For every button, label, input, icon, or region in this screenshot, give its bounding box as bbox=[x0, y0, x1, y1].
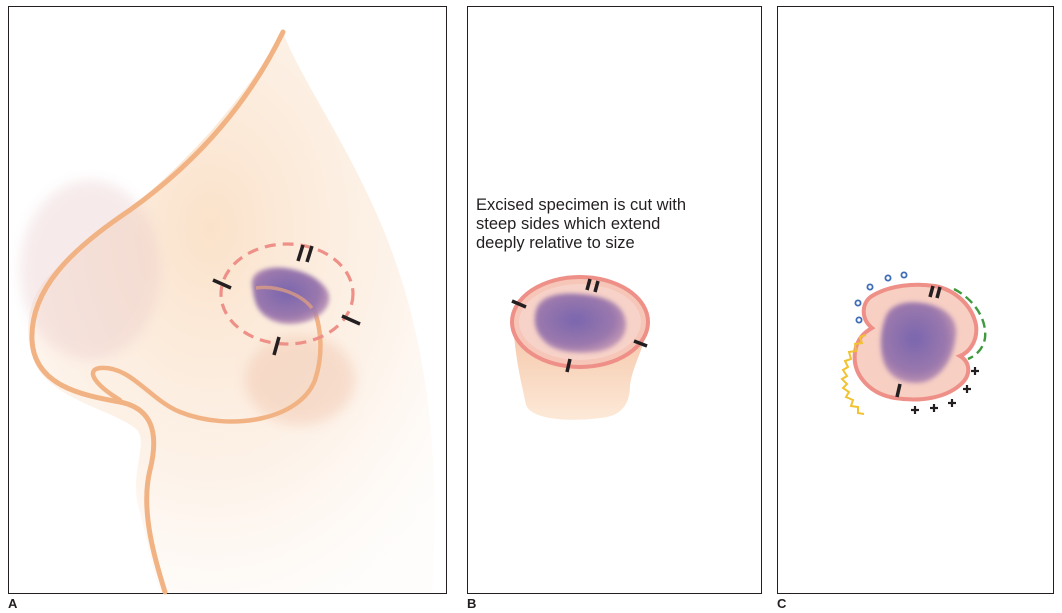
caption-line-1: Excised specimen is cut with bbox=[476, 196, 761, 215]
caption-line-2: steep sides which extend bbox=[476, 215, 761, 234]
cross-3 bbox=[948, 399, 956, 407]
blue-circle-1 bbox=[856, 317, 861, 322]
nostril-shadow bbox=[245, 335, 355, 425]
nose-shadow bbox=[20, 180, 160, 360]
cross-4 bbox=[963, 385, 971, 393]
panel-label-b: B bbox=[467, 596, 476, 611]
cross-1 bbox=[911, 406, 919, 414]
specimen-illustration bbox=[512, 277, 648, 420]
panel-label-c: C bbox=[777, 596, 786, 611]
blue-circle-4 bbox=[885, 275, 890, 280]
cross-5 bbox=[971, 367, 979, 375]
caption-line-3: deeply relative to size bbox=[476, 234, 761, 253]
blue-circle-3 bbox=[867, 284, 872, 289]
panel-label-a: A bbox=[8, 596, 17, 611]
lesion-b bbox=[535, 293, 626, 352]
specimen-caption: Excised specimen is cut with steep sides… bbox=[476, 196, 761, 253]
cross-2 bbox=[930, 404, 938, 412]
blue-circle-2 bbox=[855, 300, 860, 305]
blue-circle-5 bbox=[901, 272, 906, 277]
inked-specimen-illustration bbox=[842, 272, 985, 414]
nose-illustration bbox=[20, 32, 435, 592]
